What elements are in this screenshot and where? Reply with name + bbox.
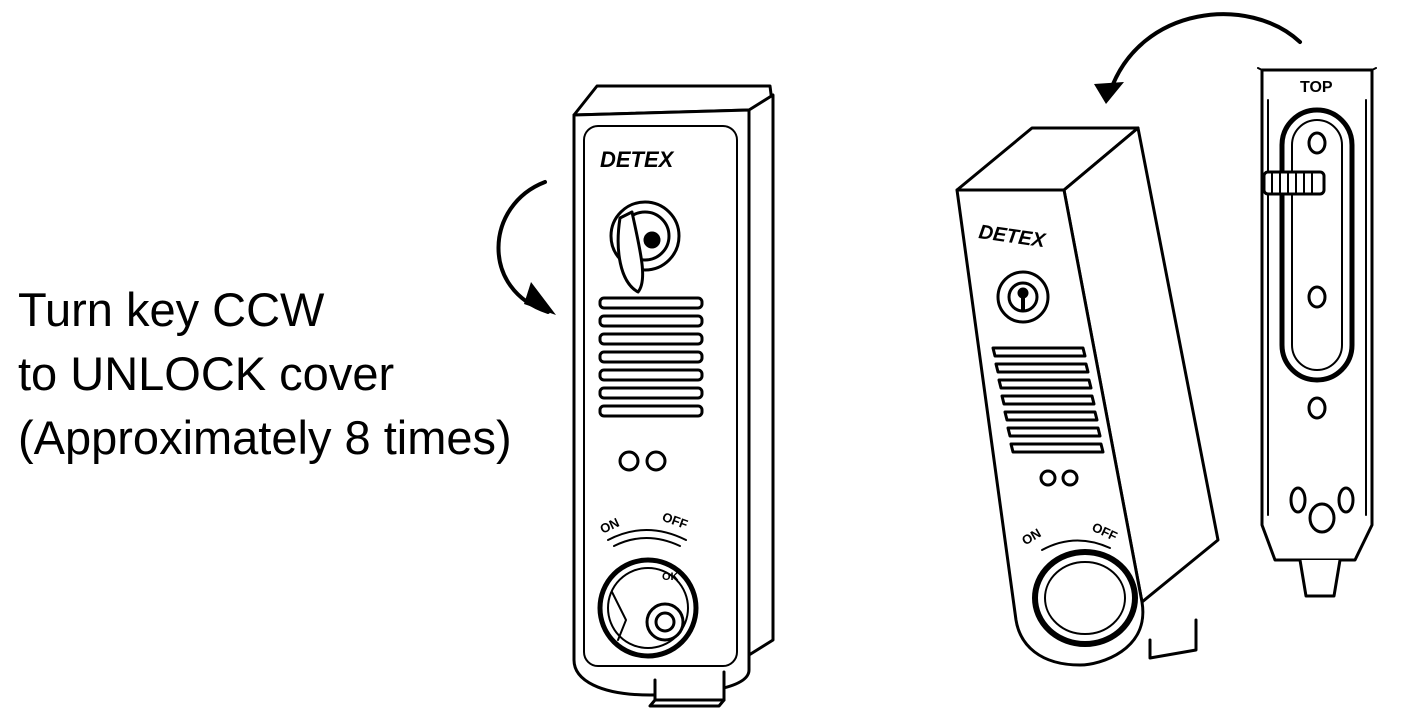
- led-indicator-right-angled: [1061, 469, 1079, 487]
- top-label: TOP: [1300, 79, 1333, 96]
- removal-arrow: [1094, 12, 1302, 104]
- speaker-grille-angled: [991, 346, 1105, 454]
- instruction-line-2: to UNLOCK cover: [18, 347, 395, 400]
- key-icon-front: [609, 200, 681, 294]
- led-indicator-left: [618, 450, 640, 472]
- cylinder-opening-angled: [1032, 549, 1138, 647]
- instruction-line-3: (Approximately 8 times): [18, 411, 512, 464]
- keyhole-icon-angled: [996, 270, 1050, 324]
- plate-hole-middle: [1307, 285, 1327, 309]
- svg-text:OK: OK: [662, 571, 679, 583]
- cylinder-opening-front: OK: [597, 557, 699, 659]
- plate-hole-top: [1307, 131, 1327, 155]
- led-indicator-right: [645, 450, 667, 472]
- brand-logo-front: DETEX: [600, 147, 675, 172]
- led-indicator-left-angled: [1039, 469, 1057, 487]
- alarm-device-front: DETEX ON OFF: [572, 84, 775, 708]
- mounting-plate: TOP: [1257, 67, 1377, 598]
- plate-hole-lower: [1307, 396, 1327, 420]
- alarm-device-angled: DETEX ON OFF: [955, 126, 1220, 667]
- switch-on-label-front: ON: [598, 515, 622, 537]
- speaker-grille-front: [598, 296, 704, 418]
- ccw-rotation-arrow: [496, 180, 556, 315]
- instruction-text: Turn key CCW to UNLOCK cover (Approximat…: [18, 278, 512, 470]
- instruction-line-1: Turn key CCW: [18, 283, 325, 336]
- screw-icon: [1262, 170, 1326, 196]
